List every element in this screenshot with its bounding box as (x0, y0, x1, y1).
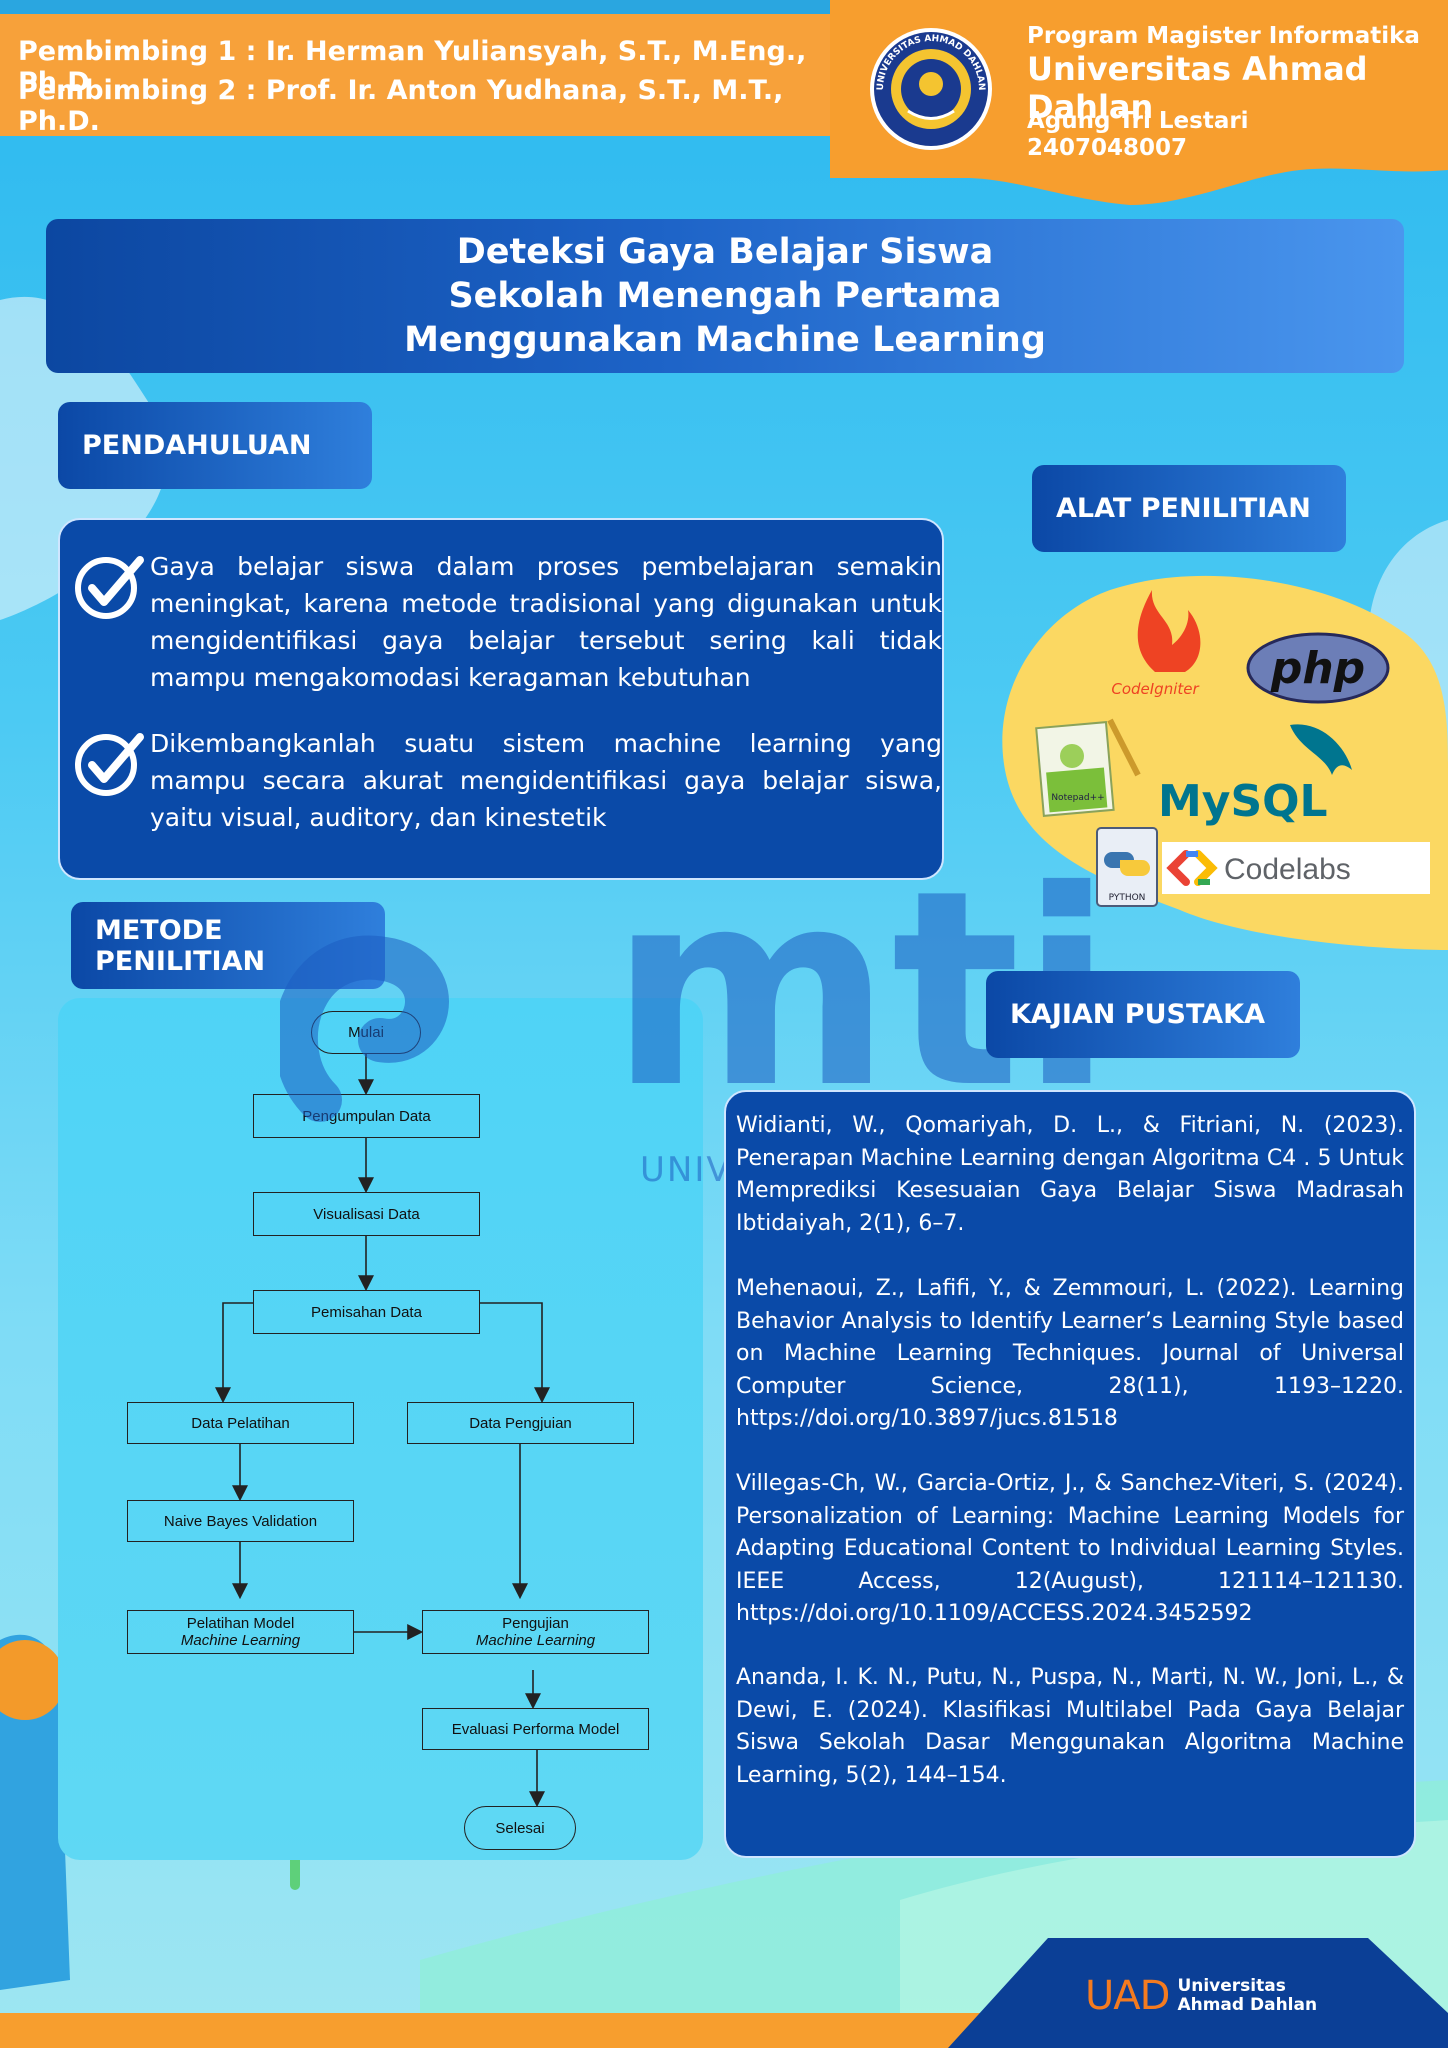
footer-uad-panel (948, 1938, 1448, 2048)
uad-logo: UAD Universitas Ahmad Dahlan (1085, 1973, 1317, 2019)
codeigniter-logo: CodeIgniter (1111, 590, 1201, 698)
reference-item: Mehenaoui, Z., Lafifi, Y., & Zemmouri, L… (736, 1276, 1404, 1431)
python-file-icon: PYTHON (1096, 827, 1158, 907)
poster-title: Deteksi Gaya Belajar Siswa Sekolah Menen… (46, 219, 1404, 373)
flow-visualize-data: Visualisasi Data (253, 1192, 480, 1236)
intro-point-2: Dikembangkanlah suatu sistem machine lea… (72, 725, 942, 836)
mysql-label: MySQL (1158, 776, 1328, 827)
method-flowchart-panel: Mulai Pengumpulan Data Visualisasi Data … (58, 998, 703, 1860)
header-band: Pembimbing 1 : Ir. Herman Yuliansyah, S.… (0, 0, 850, 137)
header-right-panel (830, 0, 1448, 205)
flow-test-model-label: Pengujian (502, 1615, 569, 1632)
codelabs-logo: Codelabs (1162, 842, 1430, 894)
flow-collect-data: Pengumpulan Data (253, 1094, 480, 1138)
mysql-logo: MySQL (1158, 724, 1352, 827)
uad-logo-line2: Ahmad Dahlan (1177, 1995, 1318, 2015)
method-heading: METODE PENILITIAN (71, 902, 385, 989)
flow-end: Selesai (464, 1806, 576, 1850)
flow-train-model: Pelatihan Model Machine Learning (127, 1610, 354, 1654)
intro-heading: PENDAHULUAN (58, 402, 372, 489)
supervisor-1: Pembimbing 1 : Ir. Herman Yuliansyah, S.… (18, 36, 807, 98)
student-name: Agung Tri Lestari (1027, 108, 1249, 134)
university-name: Universitas Ahmad Dahlan (1027, 50, 1368, 126)
literature-heading: KAJIAN PUSTAKA (986, 971, 1300, 1058)
check-circle-icon (75, 733, 144, 796)
codelabs-label: Codelabs (1224, 853, 1351, 886)
flow-test-model: Pengujian Machine Learning (422, 1610, 649, 1654)
uad-logo-mark: UAD (1085, 1973, 1170, 2019)
title-line-3: Menggunakan Machine Learning (404, 320, 1046, 360)
uad-logo-line1: Universitas (1177, 1976, 1286, 1996)
literature-panel: Widianti, W., Qomariyah, D. L., & Fitria… (724, 1090, 1416, 1858)
supervisor-2: Pembimbing 2 : Prof. Ir. Anton Yudhana, … (18, 75, 784, 137)
python-label: PYTHON (1109, 893, 1146, 903)
program-name: Program Magister Informatika (1027, 23, 1420, 49)
flow-train-model-label: Pelatihan Model (186, 1615, 295, 1632)
codeigniter-label: CodeIgniter (1111, 680, 1199, 698)
intro-point-1: Gaya belajar siswa dalam proses pembelaj… (72, 548, 942, 696)
flow-training-data: Data Pelatihan (127, 1402, 354, 1444)
flow-testing-data: Data Pengjuian (407, 1402, 634, 1444)
student-id: 2407048007 (1027, 135, 1188, 161)
flowchart-connectors (215, 1054, 550, 1808)
flow-naive-bayes: Naive Bayes Validation (127, 1500, 354, 1542)
reference-item: Widianti, W., Qomariyah, D. L., & Fitria… (736, 1113, 1404, 1236)
flow-evaluate: Evaluasi Performa Model (422, 1708, 649, 1750)
tools-heading: ALAT PENILITIAN (1032, 465, 1346, 552)
flow-start: Mulai (311, 1011, 421, 1054)
intro-point-1-text: Gaya belajar siswa dalam proses pembelaj… (150, 552, 942, 692)
title-line-2: Sekolah Menengah Pertama (448, 276, 1002, 316)
title-line-1: Deteksi Gaya Belajar Siswa (456, 232, 994, 272)
notepad-label: Notepad++ (1051, 793, 1104, 803)
flow-split-data: Pemisahan Data (253, 1290, 480, 1334)
intro-panel: Gaya belajar siswa dalam proses pembelaj… (58, 518, 944, 880)
flow-train-model-sub: Machine Learning (180, 1632, 301, 1649)
php-logo: php (1246, 632, 1390, 704)
flow-test-model-sub: Machine Learning (475, 1632, 596, 1649)
check-circle-icon (75, 556, 144, 619)
tools-logos: CodeIgniter php Notepad++ MySQL PYTHON C… (1002, 575, 1448, 950)
university-seal-logo: UNIVERSITAS AHMAD DAHLAN (870, 28, 992, 150)
intro-point-2-text: Dikembangkanlah suatu sistem machine lea… (150, 729, 942, 832)
php-label: php (1270, 643, 1365, 694)
notepad-logo: Notepad++ (1035, 718, 1141, 817)
reference-item: Ananda, I. K. N., Putu, N., Puspa, N., M… (736, 1665, 1404, 1788)
reference-item: Villegas-Ch, W., Garcia-Ortiz, J., & San… (736, 1471, 1404, 1626)
